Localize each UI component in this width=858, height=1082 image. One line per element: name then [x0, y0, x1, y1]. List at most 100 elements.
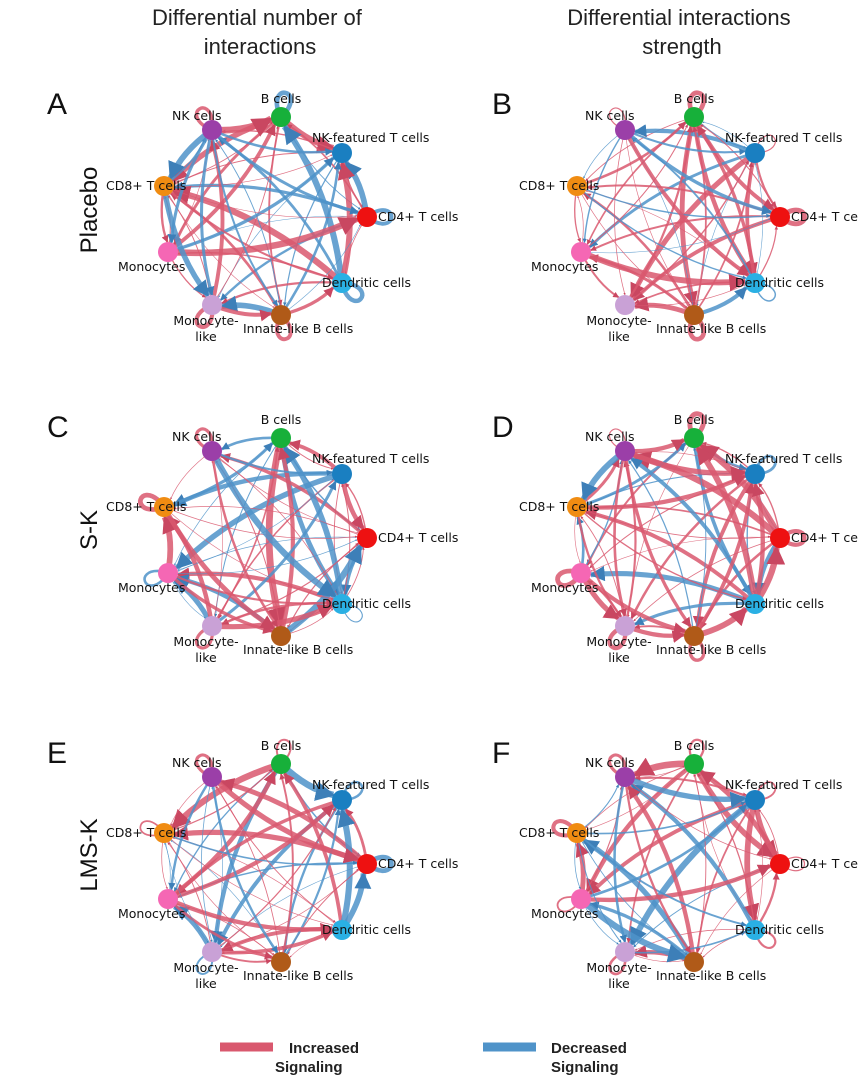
self-loop-nk	[609, 107, 626, 127]
node-nk	[202, 120, 222, 140]
interaction-edge-decreased	[633, 124, 756, 155]
node-label-ilb: Innate-like B cells	[243, 321, 353, 336]
self-loop-dc	[343, 282, 365, 304]
node-b	[684, 428, 704, 448]
self-loop-mono	[143, 569, 164, 587]
self-loop-cd4	[374, 854, 394, 873]
interaction-edge-increased	[624, 129, 691, 306]
column-title-left-line1: Differential number of	[152, 5, 363, 30]
row-label-s-k: S-K	[76, 510, 103, 550]
node-label-cd8: CD8+ T cells	[519, 178, 599, 193]
node-ilb	[271, 305, 291, 325]
interaction-edge-increased	[166, 770, 277, 901]
interaction-edge-decreased	[211, 450, 333, 476]
self-loop-cd8	[138, 492, 160, 512]
interaction-edge-increased	[277, 446, 295, 637]
interaction-edge-increased	[163, 154, 333, 187]
node-label-nk: NK cells	[172, 429, 222, 444]
interaction-edge-increased	[624, 160, 750, 306]
interaction-edge-decreased	[623, 774, 747, 808]
interaction-edge-decreased	[200, 129, 215, 296]
legend-label-decreased-line1: Decreased	[551, 1040, 627, 1057]
interaction-edge-increased	[576, 121, 687, 188]
node-label-nkt: NK-featured T cells	[725, 130, 842, 145]
interaction-edge-increased	[163, 832, 275, 955]
interaction-edge-decreased	[613, 776, 627, 943]
interaction-edge-decreased	[167, 478, 334, 574]
self-loop-nkt	[757, 134, 776, 153]
node-nkt	[745, 464, 765, 484]
edges	[555, 411, 807, 662]
node-mono	[571, 563, 591, 583]
interaction-edge-increased	[163, 506, 334, 600]
node-b	[271, 754, 291, 774]
self-loop-ilb	[688, 642, 706, 662]
interaction-edge-decreased	[279, 161, 342, 316]
node-label-ilb: Innate-like B cells	[243, 968, 353, 983]
interaction-edge-increased	[341, 483, 351, 605]
self-loop-cd8	[139, 820, 159, 837]
legend-label-decreased-line2: Signaling	[551, 1059, 619, 1076]
node-label-cd8: CD8+ T cells	[519, 499, 599, 514]
node-dc	[332, 273, 352, 293]
column-title-right-line2: strength	[642, 34, 722, 59]
node-cd4	[770, 528, 790, 548]
node-label-dc: Dendritic cells	[322, 922, 411, 937]
node-label-cd8: CD8+ T cells	[519, 825, 599, 840]
node-dc	[332, 920, 352, 940]
node-mono	[571, 242, 591, 262]
node-cd8	[154, 497, 174, 517]
node-cd4	[770, 207, 790, 227]
interaction-edge-decreased	[576, 801, 746, 835]
node-cd8	[567, 176, 587, 196]
interaction-edge-decreased	[168, 776, 214, 891]
node-ilb	[684, 305, 704, 325]
node-label-nkt: NK-featured T cells	[312, 451, 429, 466]
node-label-nkt: NK-featured T cells	[725, 777, 842, 792]
interaction-edge-increased	[693, 161, 754, 316]
node-label-ml: Monocyte-like	[173, 960, 238, 991]
interaction-edge-increased	[623, 450, 692, 628]
interaction-edge-decreased	[576, 832, 688, 955]
node-label-mono: Monocytes	[531, 259, 598, 274]
self-loop-cd4	[787, 207, 807, 227]
interaction-edge-decreased	[576, 185, 747, 280]
node-label-dc: Dendritic cells	[322, 275, 411, 290]
node-label-b: B cells	[261, 738, 302, 753]
node-b	[271, 428, 291, 448]
node-label-mono: Monocytes	[531, 906, 598, 921]
self-loop-dc	[344, 604, 363, 623]
interaction-edge-decreased	[201, 776, 213, 943]
self-loop-nkt	[756, 454, 777, 475]
self-loop-mono	[556, 896, 576, 913]
interaction-edge-decreased	[578, 896, 688, 963]
self-loop-nkt	[343, 780, 364, 800]
column-title-right-line1: Differential interactions	[567, 5, 790, 30]
node-nk	[202, 767, 222, 787]
node-label-ilb: Innate-like B cells	[656, 968, 766, 983]
node-label-nkt: NK-featured T cells	[725, 451, 842, 466]
interaction-edge-decreased	[211, 129, 279, 307]
interaction-edge-decreased	[576, 442, 687, 509]
interaction-edge-decreased	[167, 156, 335, 254]
node-nkt	[332, 143, 352, 163]
node-label-cd8: CD8+ T cells	[106, 178, 186, 193]
interaction-edge-decreased	[283, 152, 343, 307]
interaction-edge-increased	[163, 768, 273, 834]
node-label-cd8: CD8+ T cells	[106, 825, 186, 840]
row-label-lms-k: LMS-K	[76, 818, 103, 891]
self-loop-ml	[195, 955, 214, 975]
interaction-edge-increased	[167, 572, 333, 607]
interaction-edge-increased	[211, 542, 359, 627]
node-nk	[202, 441, 222, 461]
interaction-edge-increased	[590, 536, 781, 572]
interaction-edge-decreased	[210, 128, 360, 215]
node-cd4	[357, 528, 377, 548]
legend-label-increased: Increased Signaling	[275, 1040, 363, 1076]
node-cd8	[567, 823, 587, 843]
interaction-edge-decreased	[167, 539, 358, 575]
node-label-cd4: CD4+ T cells	[378, 209, 458, 224]
self-loop-b	[275, 738, 292, 758]
